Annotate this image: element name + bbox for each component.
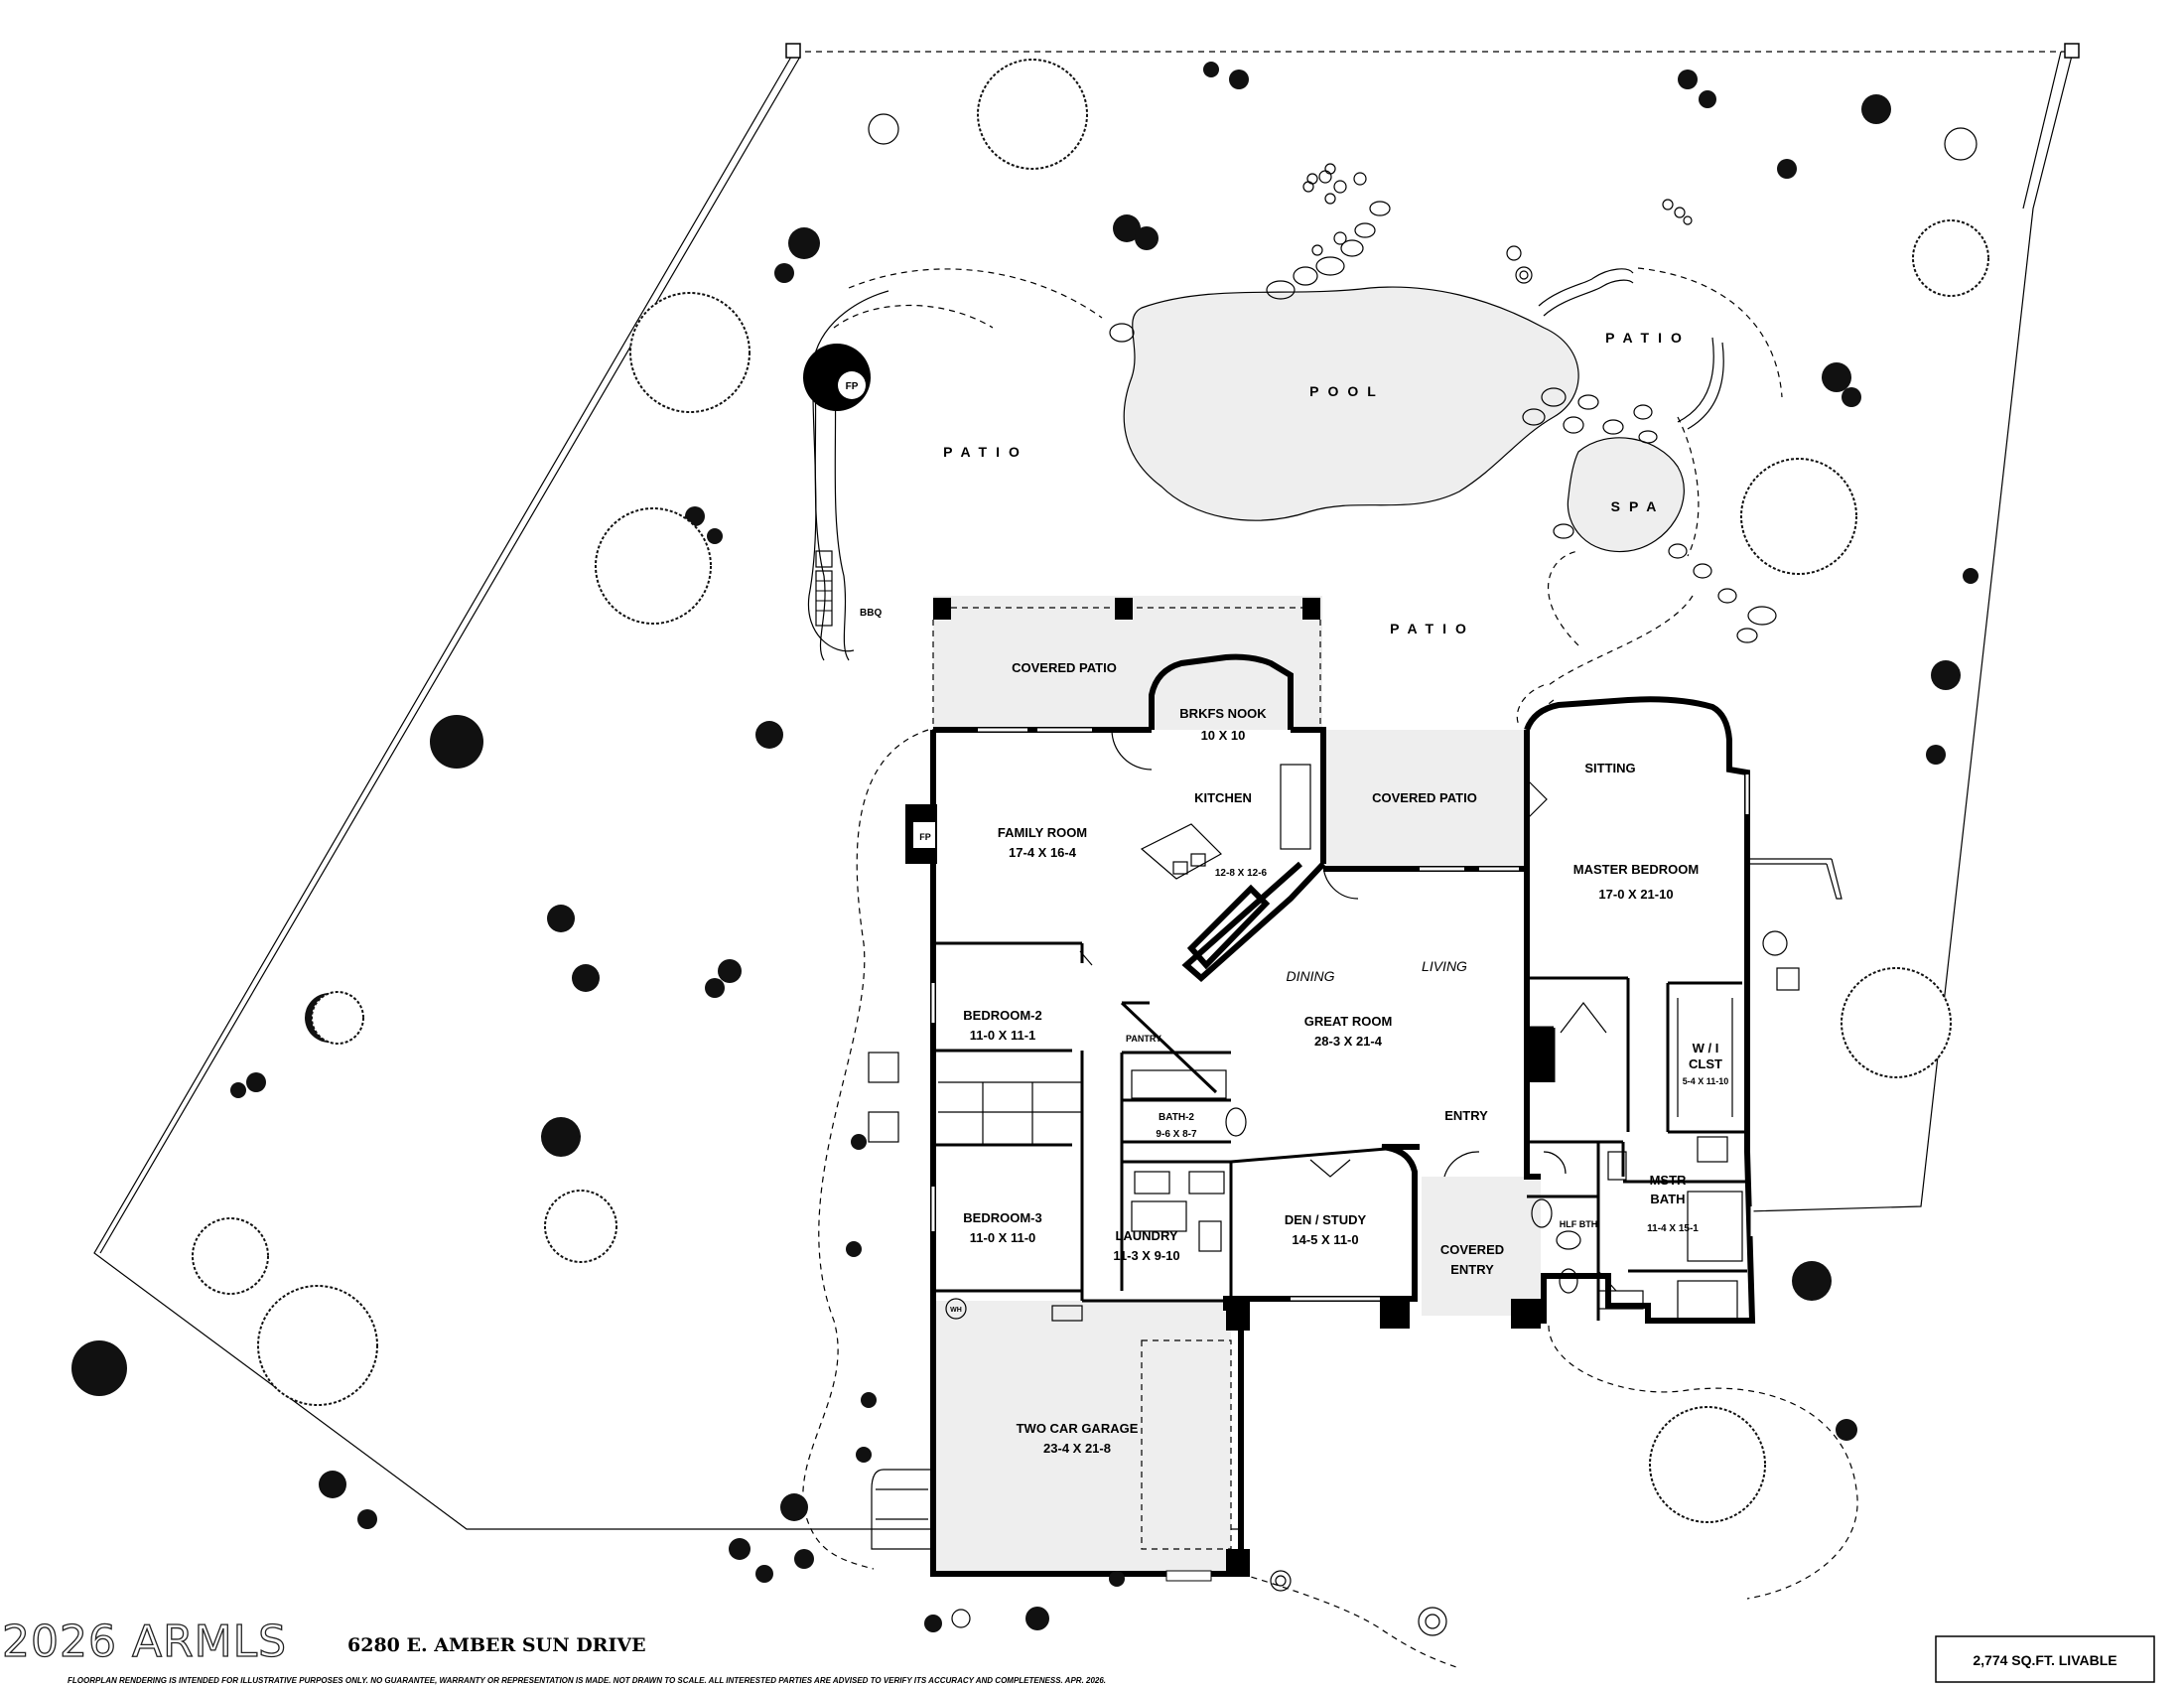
- indoor-fireplace-label: FP: [919, 832, 931, 842]
- two-car-garage-dims: 23-4 X 21-8: [1043, 1441, 1111, 1456]
- living-area-box: [1935, 1635, 2155, 1683]
- pool-area: [807, 163, 1783, 756]
- kitchen-dims: 12-8 X 12-6: [1215, 868, 1268, 879]
- spa: [1567, 437, 1685, 553]
- mstr-bath-dims: 11-4 X 15-1: [1647, 1223, 1699, 1234]
- sitting-label: SITTING: [1584, 761, 1635, 775]
- outdoor-kitchen: FP BBQ: [803, 344, 882, 661]
- covered-entry-label: COVERED: [1440, 1242, 1504, 1257]
- family-room-label: FAMILY ROOM: [998, 825, 1087, 840]
- disclaimer-text: FLOORPLAN RENDERING IS INTENDED FOR ILLU…: [68, 1676, 1106, 1685]
- wi-closet-dims: 5-4 X 11-10: [1683, 1076, 1729, 1086]
- covered-entry-label-2: ENTRY: [1450, 1262, 1494, 1277]
- kitchen-label: KITCHEN: [1194, 790, 1252, 805]
- patio-left-label: PATIO: [943, 444, 1028, 460]
- hlf-bth-label: HLF BTH: [1560, 1219, 1598, 1229]
- living-label: LIVING: [1422, 958, 1467, 974]
- spa-label: SPA: [1611, 498, 1666, 514]
- pantry-label: PANTRY: [1126, 1034, 1161, 1044]
- covered-patio-side-label: COVERED PATIO: [1372, 790, 1477, 805]
- house: FP: [868, 596, 1843, 1582]
- outdoor-fireplace-label: FP: [846, 381, 859, 392]
- laundry-dims: 11-3 X 9-10: [1113, 1248, 1179, 1263]
- den-study-label: DEN / STUDY: [1285, 1212, 1367, 1227]
- patio-top-right-label: PATIO: [1605, 330, 1691, 346]
- patio-center-label: PATIO: [1390, 621, 1475, 636]
- great-room-dims: 28-3 X 21-4: [1314, 1034, 1383, 1049]
- family-room-dims: 17-4 X 16-4: [1009, 845, 1077, 860]
- two-car-garage-label: TWO CAR GARAGE: [1017, 1421, 1139, 1436]
- bath-2-label: BATH-2: [1159, 1112, 1194, 1123]
- bedroom-3-label: BEDROOM-3: [963, 1210, 1041, 1225]
- mstr-bath-label: MSTR: [1650, 1173, 1687, 1188]
- bath-2-dims: 9-6 X 8-7: [1156, 1129, 1197, 1140]
- pool-label: POOL: [1309, 383, 1385, 399]
- bedroom-2-dims: 11-0 X 11-1: [970, 1028, 1036, 1043]
- bbq-label: BBQ: [860, 608, 882, 619]
- outdoor-labels: PATIO POOL PATIO SPA PATIO: [943, 330, 1691, 636]
- great-room-label: GREAT ROOM: [1304, 1014, 1393, 1029]
- bedroom-2-label: BEDROOM-2: [963, 1008, 1041, 1023]
- covered-patio-rear-label: COVERED PATIO: [1012, 660, 1117, 675]
- water-heater-label: WH: [950, 1307, 962, 1314]
- bedroom-3-dims: 11-0 X 11-0: [970, 1230, 1036, 1245]
- dining-label: DINING: [1287, 968, 1335, 984]
- master-bedroom-label: MASTER BEDROOM: [1573, 862, 1699, 877]
- wi-closet-label-2: CLST: [1689, 1056, 1722, 1071]
- brkfs-nook-label: BRKFS NOOK: [1179, 706, 1267, 721]
- living-area-label: 2,774 SQ.FT. LIVABLE: [1973, 1652, 2116, 1668]
- brkfs-nook-dims: 10 X 10: [1201, 728, 1246, 743]
- mstr-bath-label-2: BATH: [1650, 1192, 1685, 1206]
- pool: [1123, 286, 1579, 521]
- entry-label: ENTRY: [1444, 1108, 1488, 1123]
- brand-watermark: 2026 ARMLS: [2, 1617, 287, 1667]
- property-address: 6280 E. AMBER SUN DRIVE: [347, 1634, 646, 1656]
- kitchen-island: [1140, 764, 1311, 970]
- footer: 2026 ARMLS 6280 E. AMBER SUN DRIVE FLOOR…: [1, 1616, 2155, 1685]
- wi-closet-label: W / I: [1693, 1041, 1719, 1055]
- den-study-dims: 14-5 X 11-0: [1292, 1232, 1358, 1247]
- laundry-label: LAUNDRY: [1115, 1228, 1177, 1243]
- landscaping: [71, 59, 1989, 1636]
- room-labels: COVERED PATIO BRKFS NOOK 10 X 10 KITCHEN…: [950, 660, 1728, 1456]
- master-bedroom-dims: 17-0 X 21-10: [1598, 887, 1673, 902]
